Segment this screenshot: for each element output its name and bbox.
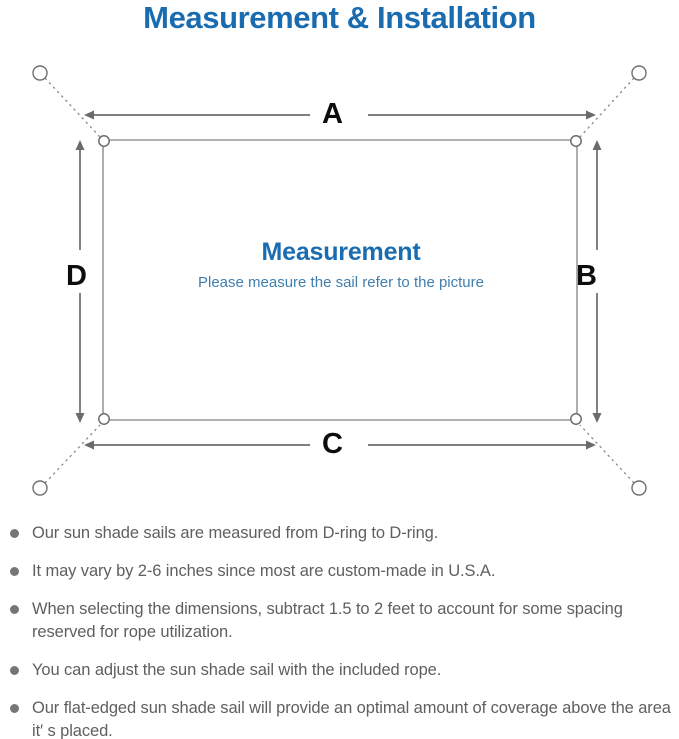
dimension-label-b: B bbox=[576, 260, 597, 292]
measurement-diagram: A B C D Measurement Please measure the s… bbox=[0, 45, 679, 515]
list-item: Our flat-edged sun shade sail will provi… bbox=[0, 697, 679, 739]
dimension-label-d: D bbox=[66, 260, 87, 292]
sail-diagram-svg bbox=[32, 65, 647, 496]
anchor-ring-bottom-right bbox=[631, 480, 647, 496]
list-item: You can adjust the sun shade sail with t… bbox=[0, 659, 679, 682]
anchor-ring-top-left bbox=[32, 65, 48, 81]
list-item-text: You can adjust the sun shade sail with t… bbox=[32, 661, 442, 679]
list-item: When selecting the dimensions, subtract … bbox=[0, 598, 679, 644]
dimension-label-a: A bbox=[322, 98, 343, 130]
diagram-center-title: Measurement bbox=[261, 238, 421, 266]
diagram-center-caption: Measurement Please measure the sail refe… bbox=[104, 237, 578, 295]
list-item-text: It may vary by 2-6 inches since most are… bbox=[32, 562, 496, 580]
d-ring-bottom-left bbox=[98, 413, 110, 425]
d-rings bbox=[98, 135, 582, 425]
rope-bottom-right bbox=[579, 424, 635, 484]
rope-lines bbox=[44, 77, 635, 484]
notes-list: Our sun shade sails are measured from D-… bbox=[0, 522, 679, 739]
bullet-icon bbox=[10, 567, 19, 576]
rope-bottom-left bbox=[44, 424, 101, 484]
d-ring-bottom-right bbox=[570, 413, 582, 425]
rope-top-right bbox=[579, 77, 635, 138]
page-title: Measurement & Installation bbox=[143, 0, 536, 35]
sail-rectangle bbox=[102, 139, 578, 421]
list-item-text: Our sun shade sails are measured from D-… bbox=[32, 524, 439, 542]
anchor-rings bbox=[32, 65, 647, 496]
bullet-icon bbox=[10, 529, 19, 538]
rope-top-left bbox=[44, 77, 101, 138]
list-item: It may vary by 2-6 inches since most are… bbox=[0, 560, 679, 583]
bullet-icon bbox=[10, 666, 19, 675]
dimension-label-c: C bbox=[322, 428, 343, 460]
bullet-icon bbox=[10, 605, 19, 614]
anchor-ring-top-right bbox=[631, 65, 647, 81]
list-item-text: When selecting the dimensions, subtract … bbox=[32, 600, 623, 641]
d-ring-top-left bbox=[98, 135, 110, 147]
d-ring-top-right bbox=[570, 135, 582, 147]
list-item: Our sun shade sails are measured from D-… bbox=[0, 522, 679, 545]
bullet-icon bbox=[10, 704, 19, 713]
diagram-center-subtitle: Please measure the sail refer to the pic… bbox=[198, 274, 484, 291]
list-item-text: Our flat-edged sun shade sail will provi… bbox=[32, 699, 671, 739]
anchor-ring-bottom-left bbox=[32, 480, 48, 496]
